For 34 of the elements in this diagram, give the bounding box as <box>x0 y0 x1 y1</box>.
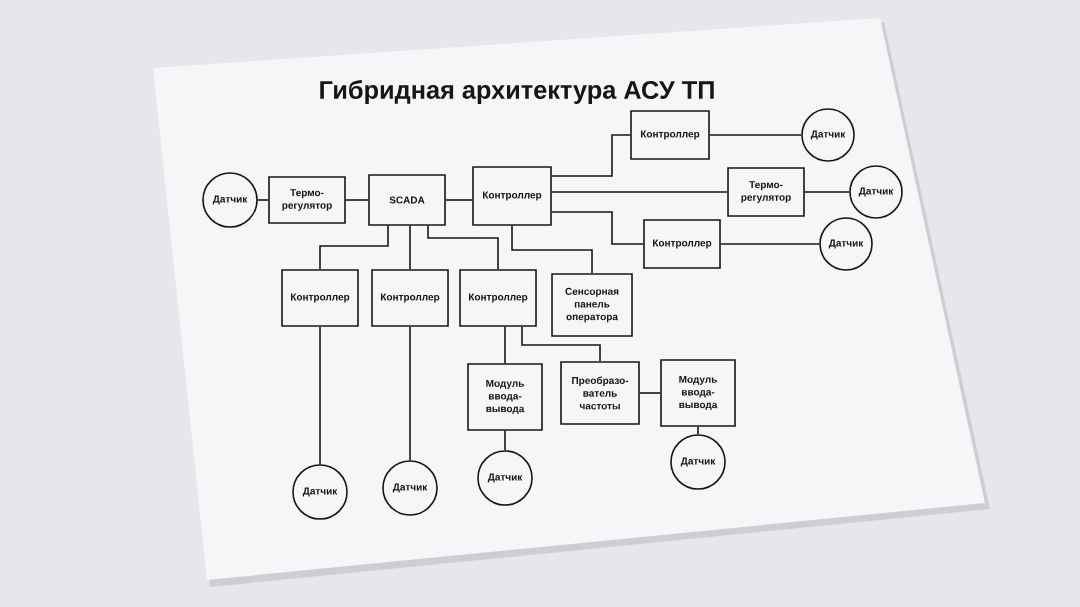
device-box: Модуль ввода- вывода <box>660 359 736 427</box>
connector-line <box>409 326 411 461</box>
connector-line <box>257 199 269 201</box>
connector-line <box>697 426 699 435</box>
diagram-title: Гибридная архитектура АСУ ТП <box>320 80 714 104</box>
connector-line <box>345 199 369 201</box>
device-box: Контроллер <box>459 269 537 327</box>
device-box: Контроллер <box>472 166 552 226</box>
connector-line <box>804 191 850 193</box>
device-box: Контроллер <box>630 110 710 160</box>
connector-line <box>551 191 728 193</box>
connector-line <box>709 134 802 136</box>
connector-line <box>445 199 473 201</box>
connector-line <box>511 225 593 274</box>
device-box: SCADA <box>368 174 446 226</box>
device-box: Сенсорная панель оператора <box>551 273 633 337</box>
connector-line <box>720 243 820 245</box>
connector-line <box>427 225 499 270</box>
device-box: Контроллер <box>281 269 359 327</box>
device-box: Модуль ввода- вывода <box>467 363 543 431</box>
connector-line <box>504 430 506 451</box>
connector-line <box>639 392 661 394</box>
connector-line <box>551 134 631 177</box>
connector-line <box>409 225 411 270</box>
device-box: Преобразо- ватель частоты <box>560 361 640 425</box>
device-box: Контроллер <box>371 269 449 327</box>
connector-line <box>551 211 644 245</box>
connector-line <box>504 326 506 364</box>
connector-line <box>319 326 321 465</box>
device-box: Контроллер <box>643 219 721 269</box>
connector-line <box>319 225 389 270</box>
connector-line <box>521 326 601 362</box>
device-box: Термо- регулятор <box>268 176 346 224</box>
device-box: Термо- регулятор <box>727 167 805 217</box>
